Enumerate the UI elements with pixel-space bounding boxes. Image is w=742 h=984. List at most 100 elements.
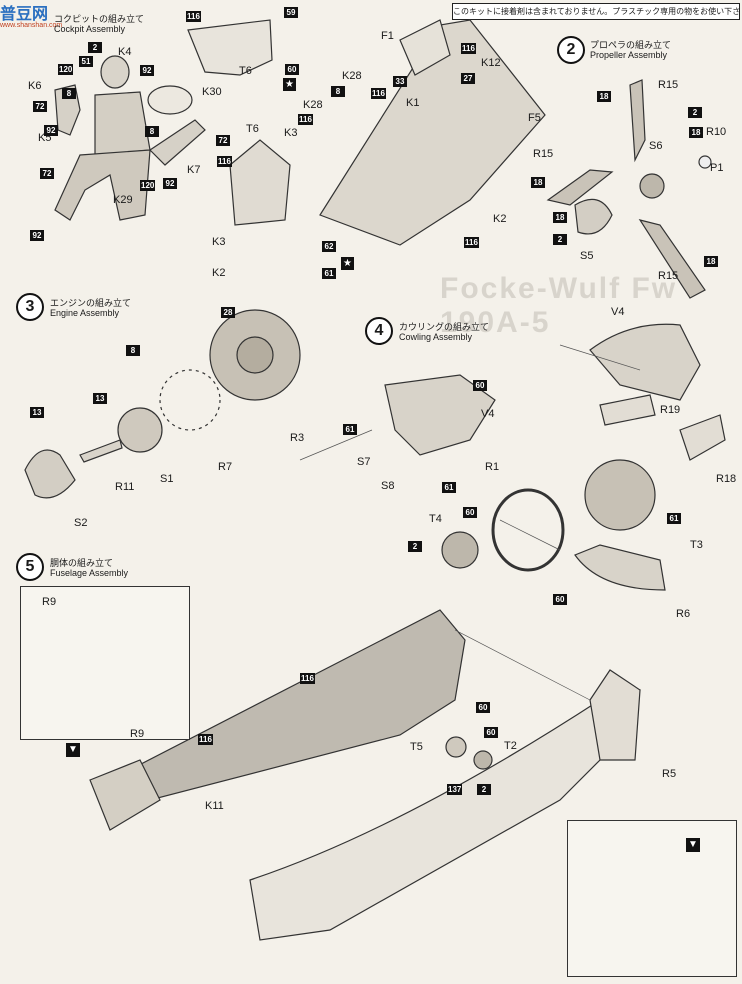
star-icon: ★: [341, 257, 354, 270]
part-label: S1: [160, 473, 174, 485]
shaft-r11-drawing: [79, 439, 123, 463]
tail-detail-inset: [567, 820, 737, 977]
part-label: K28: [303, 99, 323, 111]
part-label: R1: [485, 461, 500, 473]
part-label: K11: [205, 800, 224, 812]
sprue-number: 116: [300, 673, 315, 684]
sprue-number: 18: [704, 256, 718, 267]
fuselage-front-drawing: [89, 759, 161, 831]
part-label: R3: [290, 432, 305, 444]
sprue-number: 51: [79, 56, 93, 67]
sprue-number: 61: [343, 424, 357, 435]
sprue-number: 18: [553, 212, 567, 223]
pilot-legs-drawing: [54, 149, 151, 221]
sprue-number: 116: [217, 156, 232, 167]
fan-t4-drawing: [441, 531, 479, 569]
tail-fin-drawing: [589, 669, 641, 761]
star-icon: ★: [283, 78, 296, 91]
part-label: R5: [662, 768, 677, 780]
sprue-number: 2: [408, 541, 422, 552]
part-label: K3: [212, 236, 226, 248]
part-label: R11: [115, 481, 135, 493]
part-label: R15: [658, 79, 679, 91]
sprue-number: 60: [473, 380, 487, 391]
part-label: K28: [342, 70, 362, 82]
part-label: K1: [406, 97, 420, 109]
propeller-blade-top: [629, 79, 646, 163]
step3-number: 3: [16, 293, 44, 321]
site-logo: 普豆网 www.shanshan.com: [0, 0, 72, 32]
part-label: K12: [481, 57, 501, 69]
sprue-number: 116: [298, 114, 313, 125]
step2-title-jp: プロペラの組み立て: [590, 40, 672, 50]
sprue-number: 2: [477, 784, 491, 795]
part-label: T6: [239, 65, 252, 77]
part-label: K3: [284, 127, 298, 139]
sprue-number: 137: [447, 784, 463, 795]
ignition-ring-r7-drawing: [159, 369, 221, 431]
seat-back-drawing: [229, 139, 291, 226]
engine-s2-drawing: [24, 449, 76, 499]
part-label: S7: [357, 456, 371, 468]
part-label: R15: [658, 270, 679, 282]
part-label: T3: [690, 539, 703, 551]
part-label: R19: [660, 404, 681, 416]
instrument-panel-drawing: [187, 19, 273, 76]
step2-title-en: Propeller Assembly: [590, 50, 668, 60]
part-t5-drawing: [445, 736, 467, 758]
part-label: R7: [218, 461, 233, 473]
sprue-number: 116: [198, 734, 213, 745]
part-label: P1: [710, 162, 724, 174]
sprue-number: 72: [33, 101, 47, 112]
cowl-r6-drawing: [574, 544, 666, 591]
glue-symbol-icon: ▼: [66, 743, 80, 757]
background-title: Focke-Wulf Fw 190A-5: [440, 272, 678, 339]
fuselage-detail-inset: [20, 586, 190, 740]
sprue-number: 61: [667, 513, 681, 524]
part-label: R15: [533, 148, 554, 160]
sprue-number: 33: [393, 76, 407, 87]
sprue-number: 61: [322, 268, 336, 279]
engine-front-drawing: [584, 459, 656, 531]
cowl-panel-r19-drawing: [599, 394, 656, 426]
step2-number: 2: [557, 36, 585, 64]
pilot-torso-drawing: [94, 91, 151, 156]
sprue-number: 8: [126, 345, 140, 356]
part-label: K7: [187, 164, 201, 176]
logo-text: 普豆网: [0, 6, 49, 23]
part-label: R9: [42, 596, 57, 608]
sprue-number: 13: [30, 407, 44, 418]
step3-title-en: Engine Assembly: [50, 308, 120, 318]
sprue-number: 116: [186, 11, 201, 22]
washer-r10-drawing: [698, 155, 712, 169]
sprue-number: 60: [476, 702, 490, 713]
part-label: K4: [118, 46, 132, 58]
headrest-ring-drawing: [147, 85, 193, 115]
part-label: T2: [504, 740, 517, 752]
step5-number: 5: [16, 553, 44, 581]
part-label: S8: [381, 480, 395, 492]
sprue-number: 18: [597, 91, 611, 102]
sprue-number: 116: [464, 237, 479, 248]
sprue-number: 92: [163, 178, 177, 189]
spinner-s5-drawing: [574, 198, 613, 235]
sprue-number: 62: [322, 241, 336, 252]
pilot-arm-right-drawing: [149, 119, 206, 166]
part-label: R18: [716, 473, 737, 485]
step4-title-en: Cowling Assembly: [399, 332, 473, 342]
sprue-number: 92: [140, 65, 154, 76]
part-label: S5: [580, 250, 594, 262]
sprue-number: 116: [371, 88, 386, 99]
part-label: V4: [481, 408, 495, 420]
part-label: R10: [706, 126, 727, 138]
sprue-number: 18: [689, 127, 703, 138]
part-label: T5: [410, 741, 423, 753]
part-label: S2: [74, 517, 88, 529]
logo-url: www.shanshan.com: [0, 22, 63, 29]
sprue-number: 60: [285, 64, 299, 75]
cowling-v4-right-drawing: [589, 323, 701, 401]
propeller-blade-bottom: [638, 219, 706, 299]
part-label: K2: [493, 213, 507, 225]
engine-front-s1-drawing: [117, 407, 163, 453]
